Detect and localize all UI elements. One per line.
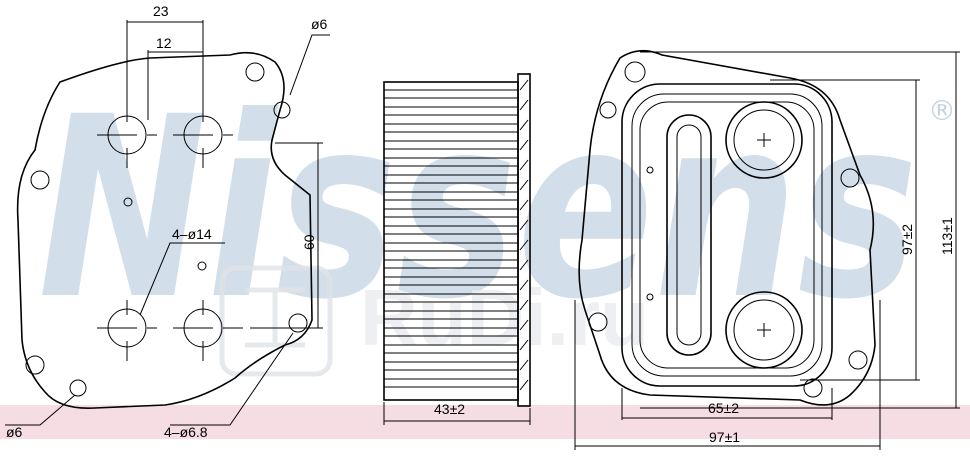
fin-line (384, 361, 518, 371)
dim-60: 60 (301, 234, 317, 250)
rear-view: 97±2 113±1 65±2 97±1 (574, 49, 960, 450)
dim-holes-14: 4–ø14 (172, 226, 212, 242)
dim-height-113: 113±1 (939, 217, 955, 255)
registered-mark: ® (928, 94, 956, 127)
dim-height-97: 97±2 (899, 224, 915, 255)
dim-hole-bottom: ø6 (6, 424, 23, 440)
fin-line (384, 157, 518, 167)
dim-side-width: 43±2 (434, 401, 465, 417)
fin-line (384, 293, 518, 303)
front-view: 23 12 60 ø6 4–ø14 4–ø6.8 ø6 (5, 3, 330, 440)
fin-line (384, 140, 518, 150)
fin-line (384, 378, 518, 388)
fin-line (384, 106, 518, 116)
fin-line (384, 259, 518, 269)
dim-width-97: 97±1 (709, 429, 740, 445)
fin-line (384, 123, 518, 133)
dim-12: 12 (156, 35, 172, 51)
fin-line (384, 242, 518, 252)
dim-width-65: 65±2 (708, 400, 739, 416)
fin-line (384, 225, 518, 235)
fin-line (384, 89, 518, 99)
fin-line (384, 310, 518, 320)
fin-line (384, 174, 518, 184)
ghost-watermark: RuDi.ru (360, 273, 649, 362)
fin-line (384, 344, 518, 354)
watermark-band (0, 405, 970, 439)
side-view: 43±2 (383, 73, 531, 425)
dim-23: 23 (153, 3, 169, 19)
dim-holes-6-8: 4–ø6.8 (164, 424, 208, 440)
fin-line (384, 327, 518, 337)
cooler-fins (384, 89, 518, 388)
fin-line (384, 208, 518, 218)
fin-line (384, 276, 518, 286)
dim-hole-top: ø6 (311, 16, 328, 32)
ghost-logo-icon (219, 265, 333, 377)
fin-line (384, 191, 518, 201)
